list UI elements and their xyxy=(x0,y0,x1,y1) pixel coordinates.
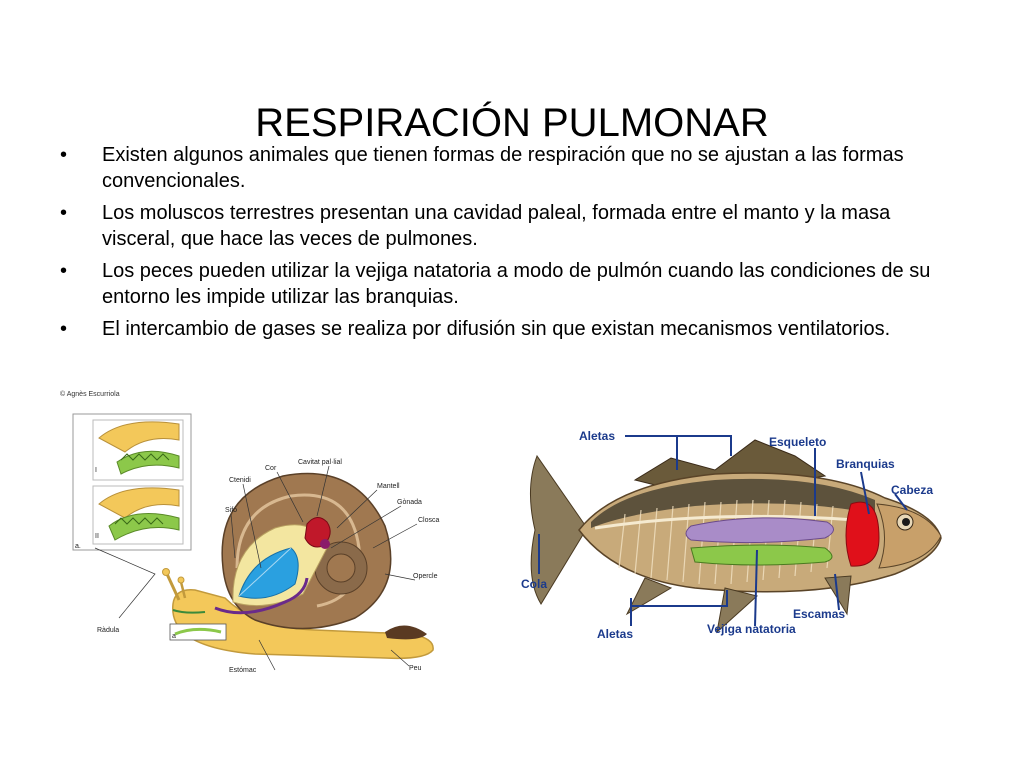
label-closca: Closca xyxy=(418,517,440,524)
bullet-marker: • xyxy=(60,260,68,282)
fish-label-aletas-bottom: Aletas xyxy=(597,627,633,641)
panel-numeral-1: I xyxy=(95,467,97,474)
label-gonada: Gònada xyxy=(397,499,422,506)
inset-letter: a xyxy=(172,633,176,640)
fish-label-aletas-top: Aletas xyxy=(579,429,615,443)
fish-label-esqueleto: Esqueleto xyxy=(769,435,826,449)
fish-label-vejiga-natatoria: Vejiga natatoria xyxy=(707,622,796,636)
label-estomac: Estómac xyxy=(229,667,257,674)
bullet-item: • El intercambio de gases se realiza por … xyxy=(56,316,956,342)
fish-leader-lines xyxy=(538,435,908,627)
bullet-item: • Existen algunos animales que tienen for… xyxy=(56,142,956,194)
fish-label-branquias: Branquias xyxy=(836,457,895,471)
fish-label-cola: Cola xyxy=(521,577,547,591)
radula-inset-panels: I II a. xyxy=(72,413,192,551)
label-mantell: Mantell xyxy=(377,483,400,490)
label-sifo: Sifó xyxy=(225,507,237,514)
snail-diagram: I II a. a xyxy=(72,413,440,674)
image-credit: © Agnès Escurriola xyxy=(60,391,120,398)
label-opercle: Opercle xyxy=(413,573,438,580)
snail-leader-lines xyxy=(94,465,418,671)
slide-title: RESPIRACIÓN PULMONAR xyxy=(255,100,769,145)
fish-label-cabeza: Cabeza xyxy=(891,483,933,497)
label-ctenidi: Ctenidi xyxy=(229,477,251,484)
panel-numeral-2: II xyxy=(95,533,99,540)
bullet-text: Los peces pueden utilizar la vejiga nata… xyxy=(102,260,931,308)
fish-illustration xyxy=(529,439,942,634)
bullet-text: Existen algunos animales que tienen form… xyxy=(102,144,904,192)
bullet-marker: • xyxy=(60,318,68,340)
label-peu: Peu xyxy=(409,665,422,672)
bullet-item: • Los peces pueden utilizar la vejiga nat… xyxy=(56,258,956,310)
bullet-text: Los moluscos terrestres presentan una ca… xyxy=(102,202,891,250)
bullet-list: • Existen algunos animales que tienen for… xyxy=(56,142,956,348)
bullet-marker: • xyxy=(60,144,68,166)
label-cor: Cor xyxy=(265,465,277,472)
fish-label-escamas: Escamas xyxy=(793,607,845,621)
bullet-text: El intercambio de gases se realiza por d… xyxy=(102,318,891,340)
bullet-item: • Los moluscos terrestres presentan una c… xyxy=(56,200,956,252)
label-radula: Ràdula xyxy=(97,627,119,634)
panel-letter: a. xyxy=(75,543,81,550)
bullet-marker: • xyxy=(60,202,68,224)
snail-illustration: a xyxy=(162,472,434,660)
fish-diagram: Aletas Esqueleto Branquias Cabeza Cola E… xyxy=(521,429,942,641)
label-cavitat-pallial: Cavitat pal·lial xyxy=(298,459,342,466)
